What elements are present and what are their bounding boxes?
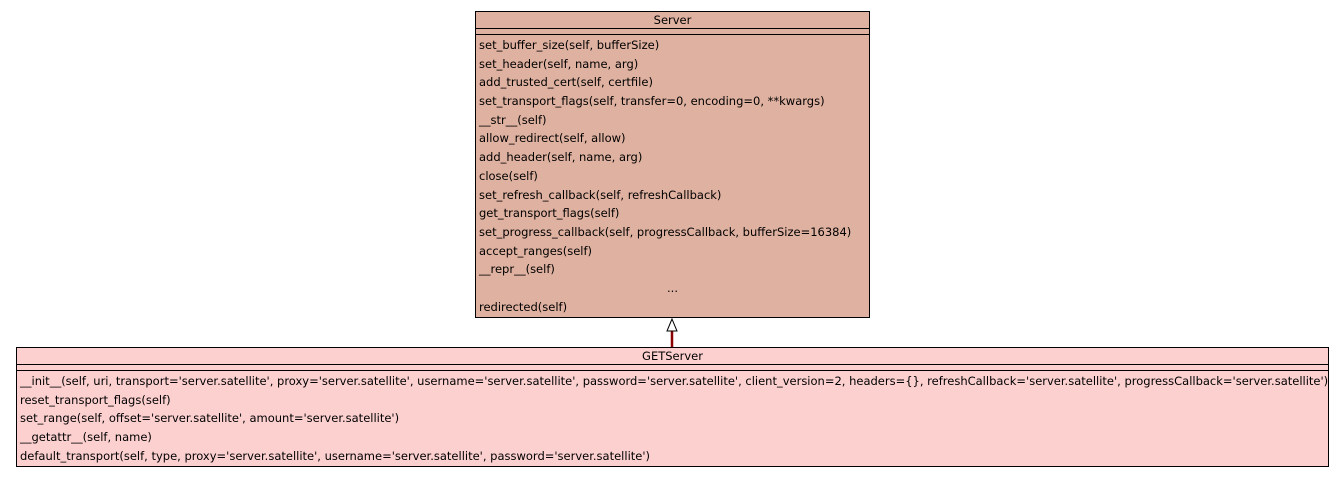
server-method: allow_redirect(self, allow) bbox=[479, 131, 626, 146]
getserver-class-box[interactable]: GETServer __init__(self, uri, transport=… bbox=[16, 347, 1329, 467]
server-method: set_refresh_callback(self, refreshCallba… bbox=[479, 187, 722, 202]
server-method: set_buffer_size(self, bufferSize) bbox=[479, 38, 660, 52]
server-method: __repr__(self) bbox=[479, 262, 555, 277]
server-class-box[interactable]: Server set_buffer_size(self, bufferSize)… bbox=[475, 11, 870, 318]
getserver-method: set_range(self, offset='server.satellite… bbox=[20, 411, 400, 426]
server-method: get_transport_flags(self) bbox=[479, 206, 620, 221]
getserver-method: __getattr__(self, name) bbox=[20, 430, 152, 445]
getserver-method: default_transport(self, type, proxy='ser… bbox=[20, 448, 650, 463]
server-class-name: Server bbox=[476, 12, 869, 29]
server-method: redirected(self) bbox=[479, 299, 568, 314]
getserver-class-name: GETServer bbox=[17, 348, 1328, 365]
server-method-ellipsis: ... bbox=[667, 280, 678, 295]
server-method: add_trusted_cert(self, certfile) bbox=[479, 75, 653, 90]
server-method: set_transport_flags(self, transfer=0, en… bbox=[479, 94, 825, 109]
server-method-list: set_buffer_size(self, bufferSize) set_he… bbox=[476, 35, 869, 316]
server-method: close(self) bbox=[479, 168, 538, 183]
getserver-method-list: __init__(self, uri, transport='server.sa… bbox=[17, 371, 1328, 465]
getserver-method: __init__(self, uri, transport='server.sa… bbox=[20, 374, 1329, 388]
getserver-method: reset_transport_flags(self) bbox=[20, 392, 171, 407]
server-attributes-compartment bbox=[476, 29, 869, 35]
getserver-attributes-compartment bbox=[17, 365, 1328, 371]
server-method: __str__(self) bbox=[479, 112, 547, 127]
server-method: set_progress_callback(self, progressCall… bbox=[479, 224, 852, 239]
server-method: set_header(self, name, arg) bbox=[479, 56, 639, 71]
server-method: add_header(self, name, arg) bbox=[479, 150, 643, 165]
inheritance-arrow-head bbox=[666, 317, 678, 332]
server-method: accept_ranges(self) bbox=[479, 243, 593, 258]
